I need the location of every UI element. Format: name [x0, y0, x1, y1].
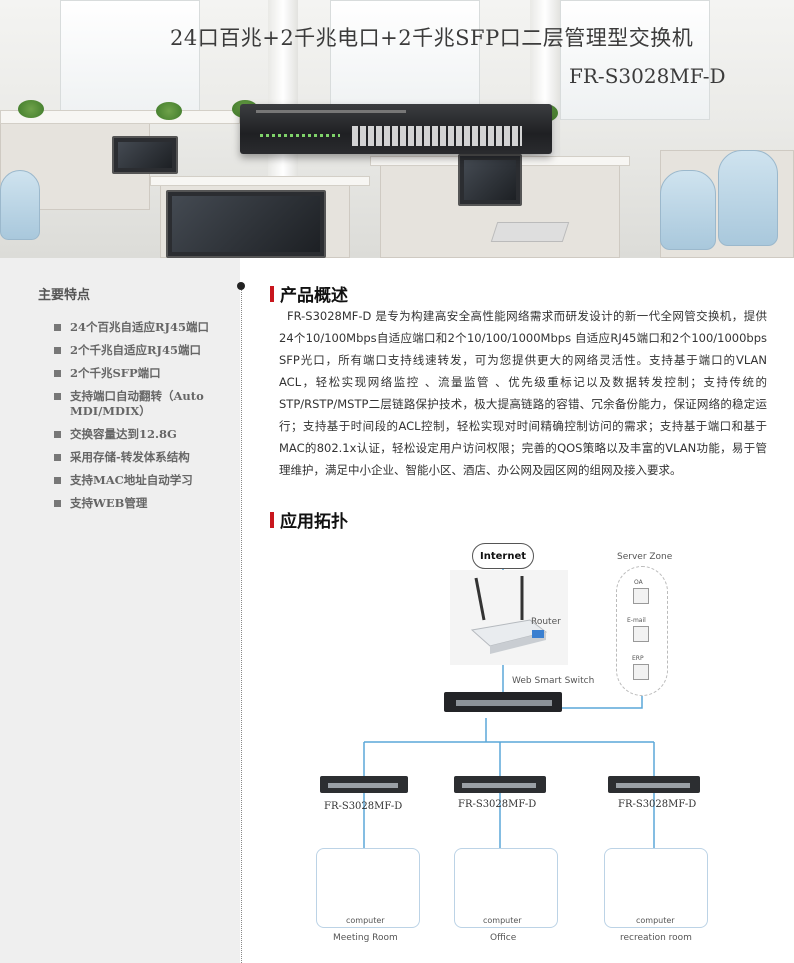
computer-label: computer: [483, 916, 522, 925]
access-switch-label: FR-S3028MF-D: [618, 799, 697, 810]
topology-heading: 应用拓扑: [270, 507, 348, 532]
server-icon: [633, 664, 649, 680]
heading-marker-icon: [270, 285, 274, 302]
list-item: 2个千兆自适应RJ45端口: [54, 343, 234, 358]
switch-product-photo: [240, 104, 552, 154]
computer-label: computer: [346, 916, 385, 925]
server-label: ERP: [632, 655, 644, 662]
square-bullet-icon: [54, 500, 61, 507]
server-icon: [633, 626, 649, 642]
router-icon: [470, 576, 548, 654]
office-window: [60, 0, 200, 120]
keyboard-image: [490, 222, 570, 242]
server-zone-label: Server Zone: [617, 552, 673, 562]
plant-image: [156, 102, 182, 120]
room-box-office: [454, 848, 558, 928]
heading-marker-icon: [270, 511, 274, 528]
server-zone: OA E-mail ERP: [616, 566, 668, 696]
list-item: 支持端口自动翻转（Auto MDI/MDIX）: [54, 389, 234, 419]
overview-heading: 产品概述: [270, 281, 348, 306]
room-box-recreation: [604, 848, 708, 928]
square-bullet-icon: [54, 431, 61, 438]
feature-list: 24个百兆自适应RJ45端口 2个千兆自适应RJ45端口 2个千兆SFP端口 支…: [54, 320, 234, 519]
divider-dot-icon: [237, 282, 245, 290]
room-name: recreation room: [620, 933, 692, 943]
features-title: 主要特点: [38, 288, 91, 303]
room-box-meeting: [316, 848, 420, 928]
product-model: FR-S3028MF-D: [569, 64, 726, 88]
monitor-image: [458, 154, 522, 206]
list-item: 2个千兆SFP端口: [54, 366, 234, 381]
room-name: Office: [490, 933, 517, 943]
overview-paragraph: FR-S3028MF-D 是专为构建高安全高性能网络需求而研发设计的新一代全网管…: [279, 309, 767, 477]
computer-label: computer: [636, 916, 675, 925]
plant-image: [18, 100, 44, 118]
square-bullet-icon: [54, 477, 61, 484]
office-window: [330, 0, 480, 120]
square-bullet-icon: [54, 370, 61, 377]
access-switch-label: FR-S3028MF-D: [458, 799, 537, 810]
topology-diagram: Internet Router Server Zone OA E-mail ER…: [300, 540, 780, 955]
list-item: 支持MAC地址自动学习: [54, 473, 234, 488]
access-switch-label: FR-S3028MF-D: [324, 801, 403, 812]
server-label: E-mail: [627, 617, 646, 624]
room-name: Meeting Room: [333, 933, 398, 943]
list-item: 支持WEB管理: [54, 496, 234, 511]
core-switch-shape: [444, 692, 562, 712]
chair-image: [0, 170, 40, 240]
chair-image: [718, 150, 778, 246]
monitor-image: [112, 136, 178, 174]
square-bullet-icon: [54, 324, 61, 331]
chair-image: [660, 170, 716, 250]
router-image: [450, 570, 568, 665]
list-item: 24个百兆自适应RJ45端口: [54, 320, 234, 335]
vertical-divider: [241, 286, 242, 963]
access-switch-shapes: [320, 776, 700, 793]
link-line: [562, 696, 643, 709]
features-sidebar: 主要特点 24个百兆自适应RJ45端口 2个千兆自适应RJ45端口 2个千兆SF…: [0, 258, 240, 963]
server-icon: [633, 588, 649, 604]
office-desk: [150, 176, 370, 186]
square-bullet-icon: [54, 454, 61, 461]
product-title: 24口百兆+2千兆电口+2千兆SFP口二层管理型交换机: [170, 26, 694, 50]
monitor-image: [166, 190, 326, 258]
hero-banner: 24口百兆+2千兆电口+2千兆SFP口二层管理型交换机 FR-S3028MF-D: [0, 0, 794, 258]
office-window: [560, 0, 710, 120]
internet-cloud-icon: Internet: [472, 543, 534, 569]
router-label: Router: [531, 617, 561, 627]
square-bullet-icon: [54, 347, 61, 354]
list-item: 交换容量达到12.8G: [54, 427, 234, 442]
list-item: 采用存储-转发体系结构: [54, 450, 234, 465]
server-label: OA: [634, 579, 643, 586]
square-bullet-icon: [54, 393, 61, 400]
core-switch-label: Web Smart Switch: [512, 676, 595, 686]
